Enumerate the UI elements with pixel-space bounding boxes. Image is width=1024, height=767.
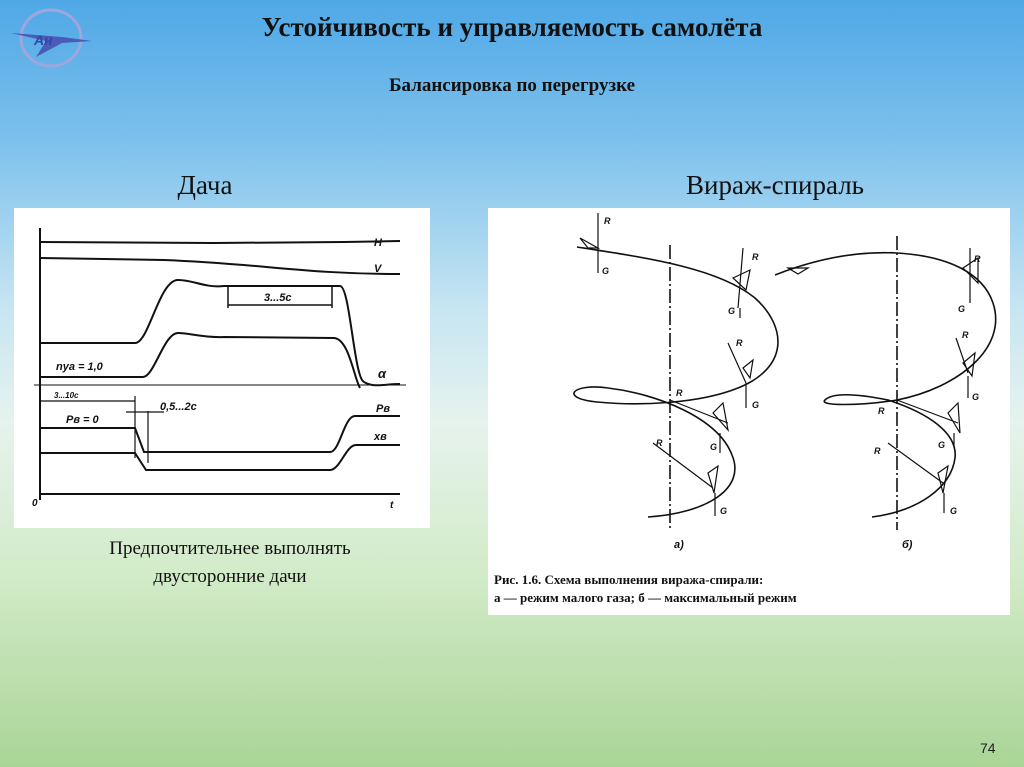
label-pv-zero: Pв = 0: [66, 414, 100, 426]
label-R: R: [752, 252, 759, 262]
label-G: G: [710, 442, 717, 452]
label-R: R: [604, 216, 611, 226]
pull-up-time-diagram: H V α nya = 1,0 3...5c 0,5...2c 3...10c …: [14, 208, 430, 528]
spiral-path-b: [774, 251, 997, 518]
caption-line-2: а — режим малого газа; б — максимальный …: [494, 590, 797, 605]
logo-text: Ан: [33, 32, 53, 48]
label-R: R: [874, 446, 881, 456]
label-R: R: [974, 254, 981, 264]
caption-line-1: Рис. 1.6. Схема выполнения виража-спирал…: [494, 572, 763, 587]
label-R: R: [878, 406, 885, 416]
xv-curve: [40, 444, 400, 471]
alpha-upper-curve: [40, 278, 401, 387]
slide-title: Устойчивость и управляемость самолёта: [261, 12, 763, 42]
label-origin: 0: [32, 498, 38, 509]
label-R: R: [676, 388, 683, 398]
label-delay: 0,5...2c: [160, 401, 197, 413]
label-G: G: [950, 506, 957, 516]
right-heading: Вираж-спираль: [686, 170, 864, 200]
label-b: б): [902, 539, 913, 551]
label-G: G: [728, 306, 735, 316]
label-G: G: [958, 304, 965, 314]
label-R: R: [656, 438, 663, 448]
label-R: R: [736, 338, 743, 348]
left-note: Предпочтительнее выполнять двусторонние …: [40, 535, 420, 591]
ny-curve: [40, 331, 361, 389]
hold-interval-marker: [227, 287, 333, 308]
label-G: G: [972, 392, 979, 402]
note-line-2: двусторонние дачи: [153, 566, 307, 587]
label-V: V: [374, 263, 383, 275]
label-G: G: [752, 400, 759, 410]
spiral-turn-diagram: R G R G R G R G R G R G R G R G R G а) б…: [488, 208, 1010, 615]
h-curve: [39, 240, 401, 245]
label-hold-time: 3...5c: [264, 292, 292, 304]
label-pre-time: 3...10c: [54, 391, 79, 400]
label-xv: xв: [373, 431, 387, 443]
pv-curve: [40, 415, 400, 453]
left-heading: Дача: [177, 170, 233, 200]
slide-subtitle: Балансировка по перегрузке: [388, 75, 636, 96]
label-G: G: [602, 266, 609, 276]
label-G: G: [938, 440, 945, 450]
label-pv: Pв: [376, 403, 390, 415]
page-number: 74: [980, 740, 996, 756]
label-ny: nya = 1,0: [56, 361, 104, 373]
spiral-path-a: [573, 246, 779, 518]
force-vectors: [579, 213, 979, 516]
label-alpha: α: [378, 366, 387, 381]
label-a: а): [674, 539, 684, 551]
label-R: R: [962, 330, 969, 340]
company-logo: Ан: [6, 5, 96, 76]
label-G: G: [720, 506, 727, 516]
label-t: t: [390, 500, 394, 511]
v-curve: [39, 257, 401, 275]
note-line-1: Предпочтительнее выполнять: [109, 538, 351, 559]
label-H: H: [374, 237, 383, 249]
